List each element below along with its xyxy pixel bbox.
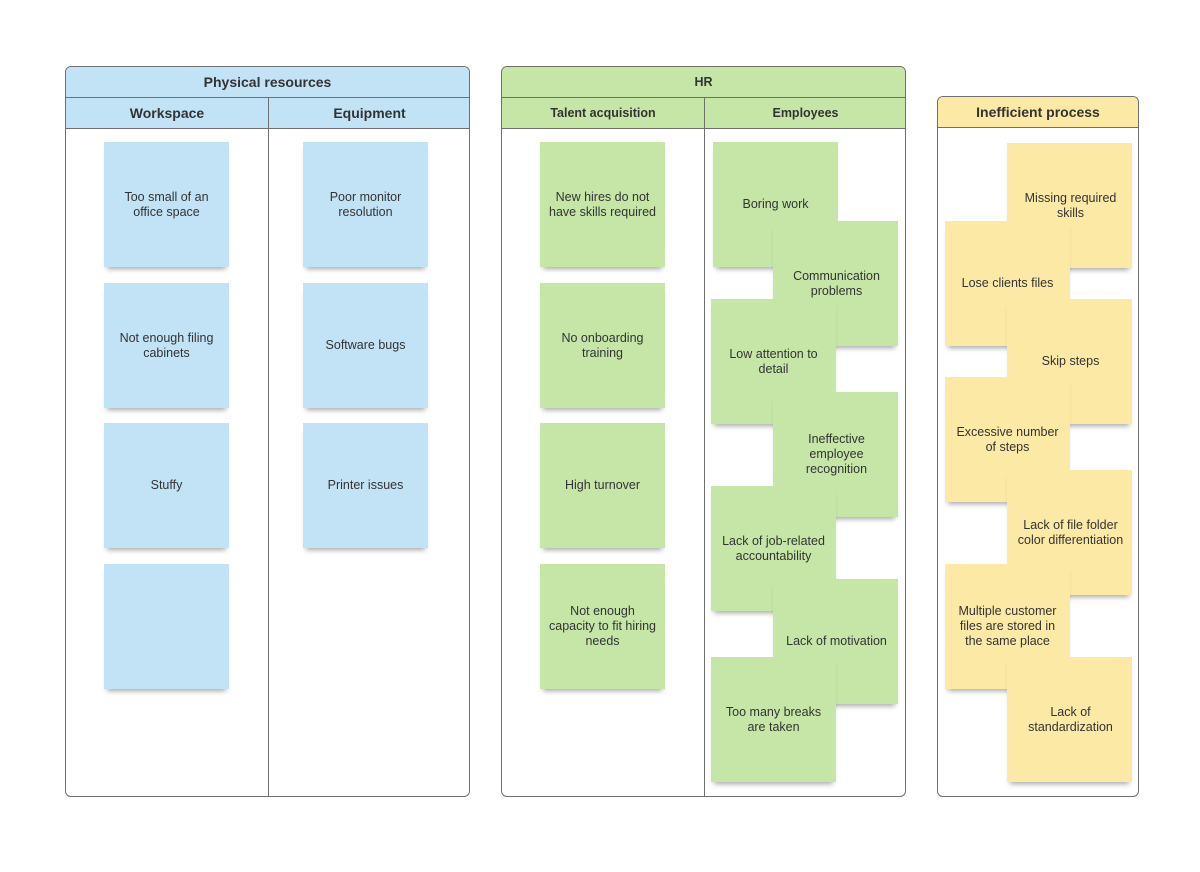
employees-header: Employees — [704, 98, 905, 129]
sticky-note[interactable]: Printer issues — [303, 423, 428, 548]
sticky-note-empty[interactable] — [104, 564, 229, 689]
sticky-note-text: Communication problems — [793, 268, 880, 298]
equipment-header-text: Equipment — [333, 105, 406, 121]
sticky-note-text: Multiple customer files are stored in th… — [958, 604, 1057, 648]
hr-column-divider — [704, 98, 705, 796]
sticky-note[interactable]: No onboarding training — [540, 283, 665, 408]
sticky-note-text: Lose clients files — [961, 276, 1054, 290]
employees-header-text: Employees — [772, 106, 839, 120]
sticky-note-text: Skip steps — [1041, 354, 1100, 368]
sticky-note-text: Lack of file folder color differentiatio… — [1017, 517, 1124, 547]
physical-resources-title-text: Physical resources — [203, 74, 332, 90]
sticky-note-text: Boring work — [742, 197, 809, 211]
sticky-note-text: New hires do not have skills required — [549, 189, 656, 219]
sticky-note[interactable]: Too many breaks are taken — [711, 657, 836, 782]
sticky-note[interactable]: High turnover — [540, 423, 665, 548]
sticky-note[interactable]: Not enough capacity to fit hiring needs — [540, 564, 665, 689]
sticky-note-text: Lack of standardization — [1028, 704, 1113, 734]
sticky-note-text: No onboarding training — [561, 330, 644, 360]
sticky-note-text: Poor monitor resolution — [329, 189, 402, 219]
sticky-note-text: Not enough capacity to fit hiring needs — [549, 604, 656, 648]
sticky-note-text: Not enough filing cabinets — [119, 330, 214, 360]
sticky-note-text: Too small of an office space — [124, 189, 209, 219]
sticky-note-text: Missing required skills — [1024, 190, 1117, 220]
equipment-header: Equipment — [268, 98, 469, 129]
sticky-note-text: Ineffective employee recognition — [805, 432, 868, 476]
sticky-note[interactable]: Lack of standardization — [1007, 657, 1132, 782]
hr-title: HR — [502, 67, 905, 98]
sticky-note[interactable]: Not enough filing cabinets — [104, 283, 229, 408]
talent-acquisition-header: Talent acquisition — [502, 98, 704, 129]
sticky-note-text: Software bugs — [325, 338, 406, 352]
sticky-note[interactable]: New hires do not have skills required — [540, 142, 665, 267]
physical-resources-title: Physical resources — [66, 67, 469, 98]
sticky-note-text: High turnover — [564, 478, 641, 492]
workspace-header-text: Workspace — [129, 105, 205, 121]
sticky-note[interactable]: Too small of an office space — [104, 142, 229, 267]
inefficient-process-header-text: Inefficient process — [976, 104, 1100, 120]
sticky-note-text: Low attention to detail — [729, 346, 818, 376]
physical-column-divider — [268, 98, 269, 796]
hr-title-text: HR — [694, 75, 713, 89]
sticky-note-text: Too many breaks are taken — [725, 704, 822, 734]
sticky-note[interactable]: Poor monitor resolution — [303, 142, 428, 267]
workspace-header: Workspace — [66, 98, 268, 129]
inefficient-process-header: Inefficient process — [938, 97, 1138, 128]
sticky-note-text: Lack of motivation — [786, 634, 887, 648]
talent-acquisition-header-text: Talent acquisition — [550, 106, 656, 120]
sticky-note-text: Excessive number of steps — [956, 424, 1059, 454]
sticky-note-text: Lack of job-related accountability — [722, 533, 825, 563]
sticky-note-text: Stuffy — [150, 478, 183, 492]
sticky-note[interactable]: Software bugs — [303, 283, 428, 408]
sticky-note[interactable]: Stuffy — [104, 423, 229, 548]
sticky-note-text: Printer issues — [327, 478, 404, 492]
